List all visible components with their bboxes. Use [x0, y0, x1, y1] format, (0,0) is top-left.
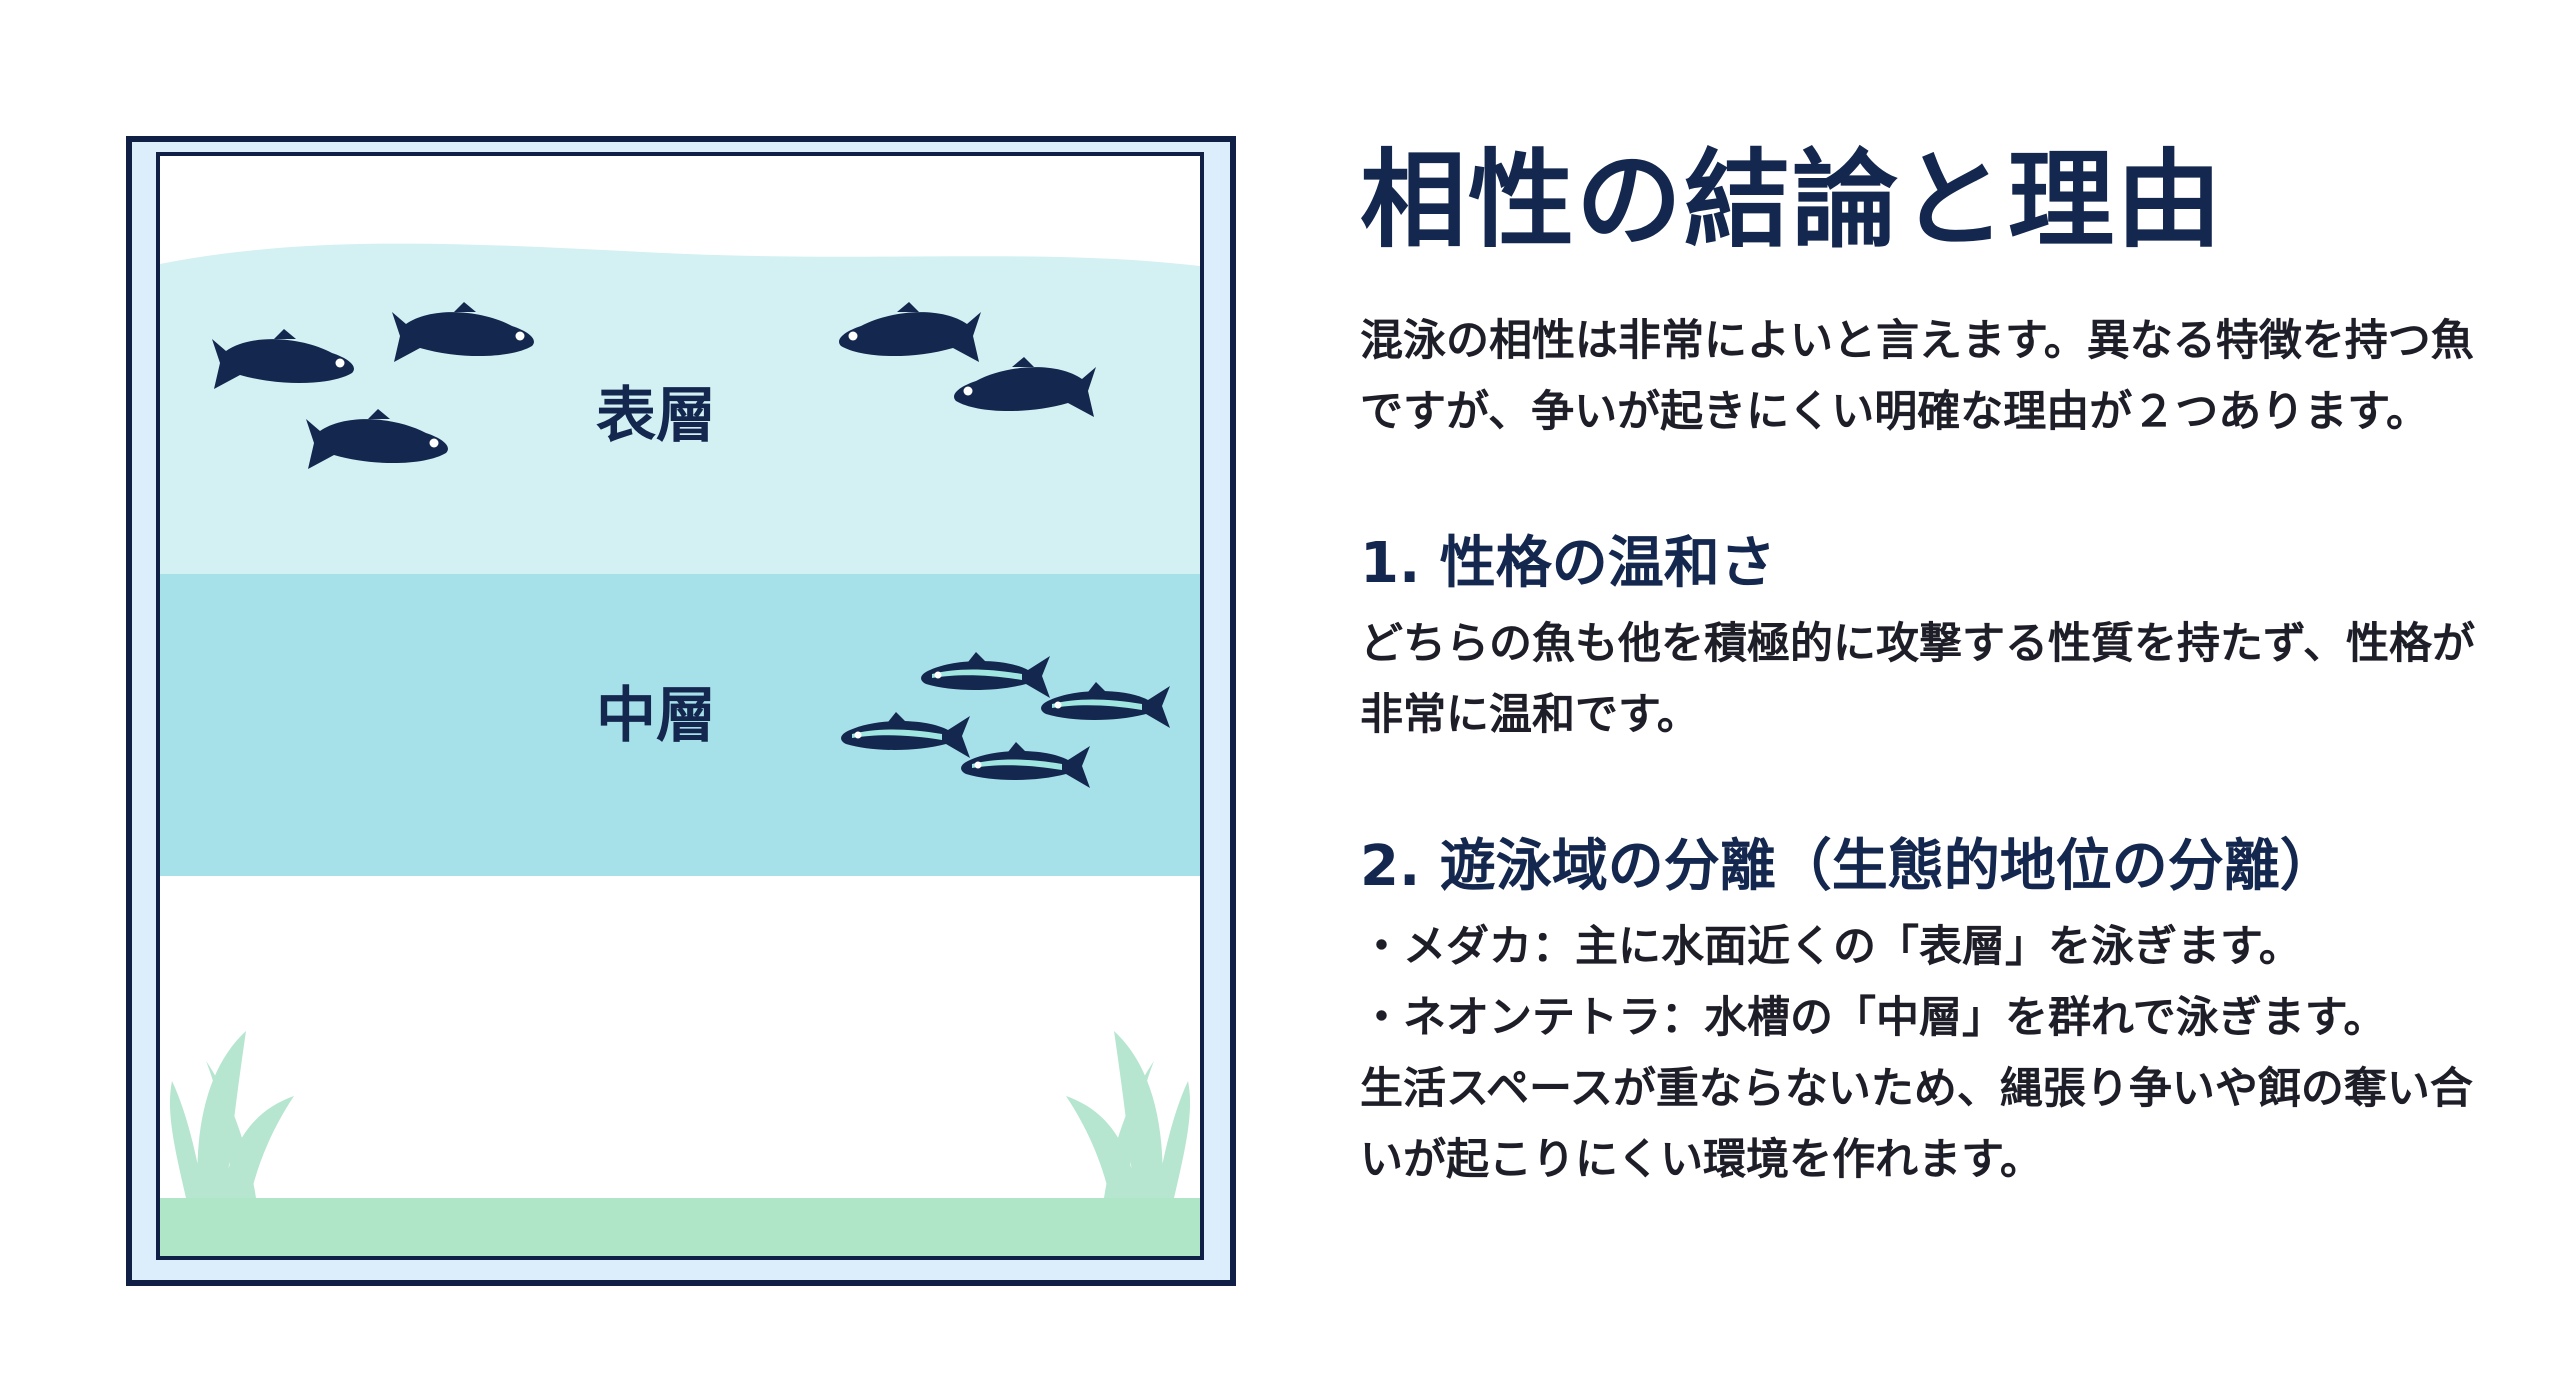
middle-layer-label: 中層	[596, 681, 716, 751]
section1-body: どちらの魚も他を積極的に攻撃する性質を持たず、性格が非常に温和です。	[1360, 619, 2475, 741]
section2-body: 生活スペースが重ならないため、縄張り争いや餌の奪い合いが起こりにくい環境を作れま…	[1360, 1064, 2473, 1186]
surface-layer-label: 表層	[596, 381, 716, 451]
aquarium-diagram: 表層 中層	[126, 136, 1236, 1286]
section2-heading: 2. 遊泳域の分離（生態的地位の分離）	[1360, 834, 2336, 900]
plant-right-icon	[1066, 1031, 1191, 1198]
section1-heading: 1. 性格の温和さ	[1360, 530, 1776, 596]
section2-bullet-medaka: ・メダカ：主に水面近くの「表層」を泳ぎます。	[1360, 922, 2302, 973]
section2-bullet-neon-tetra: ・ネオンテトラ：水槽の「中層」を群れで泳ぎます。	[1360, 993, 2387, 1044]
plant-left-icon	[169, 1031, 294, 1198]
intro-paragraph: 混泳の相性は非常によいと言えます。異なる特徴を持つ魚ですが、争いが起きにくい明確…	[1360, 315, 2474, 437]
gravel-floor	[160, 1198, 1200, 1256]
page-title: 相性の結論と理由	[1360, 139, 2224, 262]
middle-water-layer	[160, 574, 1200, 876]
explanation-panel: 相性の結論と理由 混泳の相性は非常によいと言えます。異なる特徴を持つ魚ですが、争…	[1360, 140, 2510, 1196]
